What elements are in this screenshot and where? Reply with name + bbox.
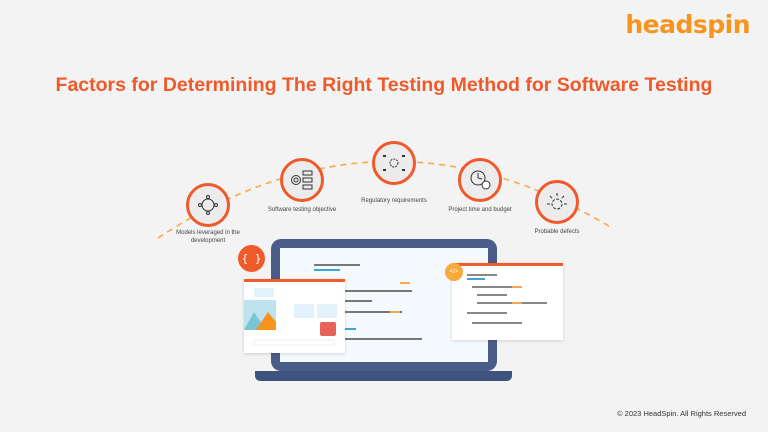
factor-label: Software testing objective [267, 207, 337, 213]
copyright: © 2023 HeadSpin. All Rights Reserved [617, 409, 746, 418]
network-brain-icon [198, 195, 218, 215]
factor-label: Project time and budget [448, 207, 512, 213]
laptop-base [255, 371, 512, 381]
factor-node-budget [458, 158, 502, 202]
factor-label: Models leveraged in the development [176, 230, 240, 244]
factor-node-objective [280, 158, 324, 202]
factor-label: Regulatory requirements [361, 198, 427, 204]
factor-node-defects [535, 180, 579, 224]
factor-node-models [186, 183, 230, 227]
broken-gear-icon [547, 193, 567, 210]
headspin-logo: headspin [625, 10, 750, 39]
braces-bubble-icon: { } [238, 245, 265, 272]
page-title: Factors for Determining The Right Testin… [55, 74, 713, 96]
gear-flow-icon [383, 155, 405, 171]
factor-node-regulatory [372, 141, 416, 185]
code-badge-icon: </> [445, 263, 463, 281]
image-placeholder-icon [244, 288, 337, 346]
code-window [452, 263, 563, 340]
target-checklist-icon [291, 170, 313, 190]
clock-coins-icon [470, 170, 491, 190]
factor-label: Probable defects [534, 229, 580, 235]
ui-window [244, 279, 345, 353]
